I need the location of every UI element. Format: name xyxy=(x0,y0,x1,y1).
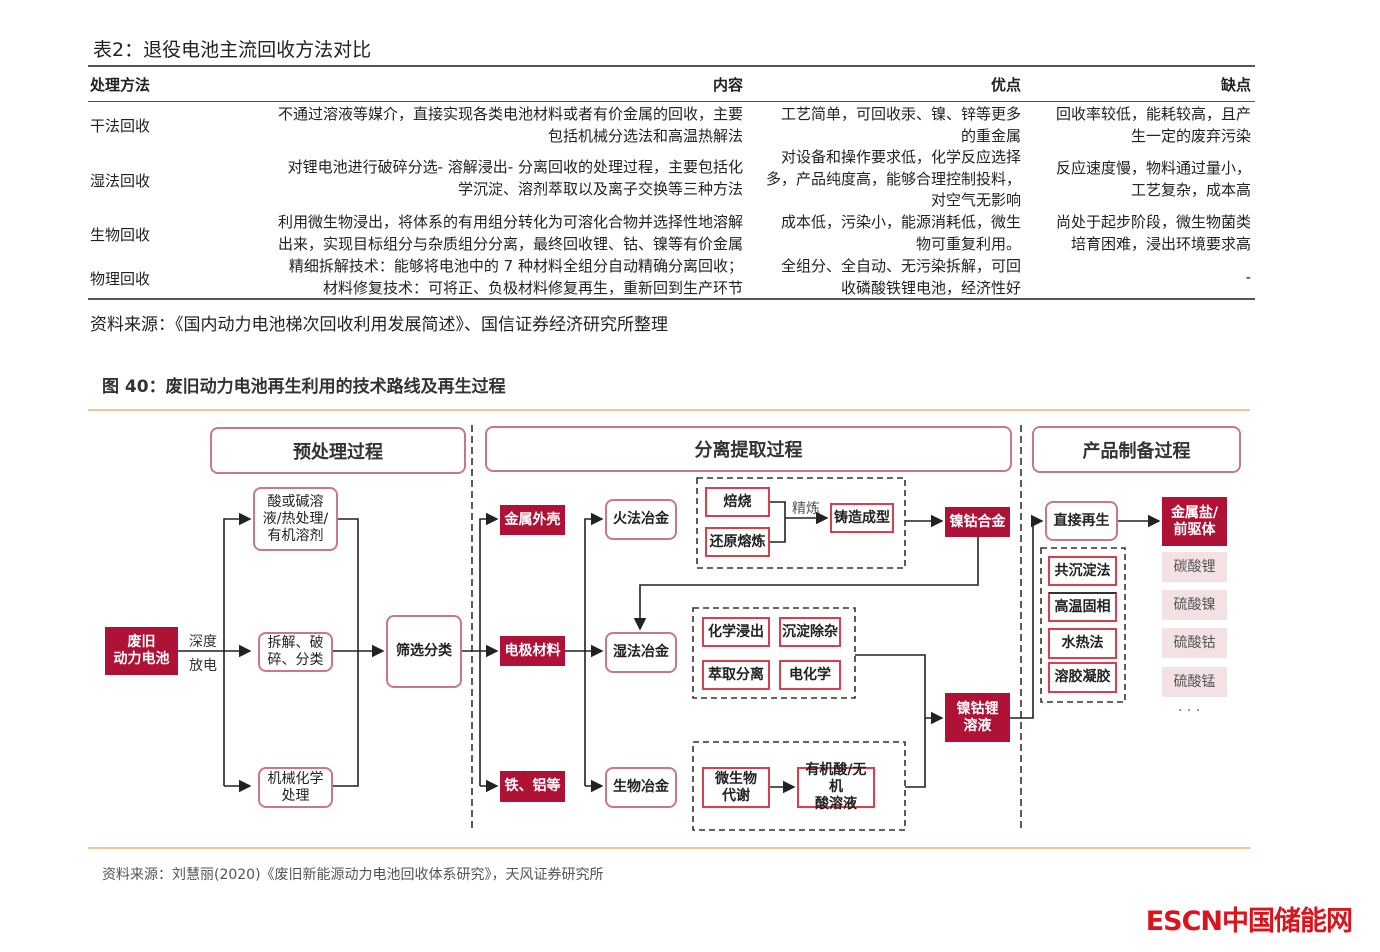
node-hydrometallurgy: 湿法冶金 xyxy=(605,632,677,673)
node-roasting: 焙烧 xyxy=(705,487,770,517)
label-more: · · · xyxy=(1178,703,1201,719)
table-source: 资料来源：《国内动力电池梯次回收利用发展简述》、国信证券经济研究所整理 xyxy=(90,315,668,335)
cell-pros: 成本低，污染小，能源消耗低，微生物可重复利用。 xyxy=(748,212,1021,255)
node-iron-aluminum: 铁、铝等 xyxy=(500,771,565,802)
table-bottom-rule xyxy=(88,298,1255,300)
cell-line: 回收率较低，能耗较高，且产 xyxy=(1055,105,1251,123)
cell-line: 包括机械分选法和高温热解法 xyxy=(547,126,743,145)
escn-logo: ESCN中国储能网 xyxy=(1145,906,1353,937)
node-pyrometallurgy: 火法冶金 xyxy=(605,499,677,540)
cell-method: 干法回收 xyxy=(90,117,151,135)
cell-pros: 全组分、全自动、无污染拆解，可回收磷酸铁锂电池，经济性好 xyxy=(748,256,1021,299)
figure-top-rule xyxy=(88,409,1250,411)
header-pros: 优点 xyxy=(990,76,1021,94)
cell-line: 对设备和操作要求低，化学反应选择 xyxy=(780,148,1021,166)
node-screening: 筛选分类 xyxy=(386,615,462,688)
node-nicoli-solution: 镍钴锂溶液 xyxy=(945,693,1010,742)
node-hydrothermal: 水热法 xyxy=(1048,628,1117,659)
node-dismantle: 拆解、破碎、分类 xyxy=(258,632,333,672)
cell-line: 生一定的废弃污染 xyxy=(1130,126,1251,145)
node-extraction: 萃取分离 xyxy=(702,660,770,690)
stage-product: 产品制备过程 xyxy=(1032,426,1241,473)
cell-pros: 对设备和操作要求低，化学反应选择多，产品纯度高，能够合理控制投料， 对空气无影响 xyxy=(748,147,1021,212)
node-acid-solution: 有机酸/无机酸溶液 xyxy=(797,762,875,812)
cell-content: 精细拆解技术：能够将电池中的 7 种材料全组分自动精确分离回收； 材料修复技术：可… xyxy=(218,256,743,299)
figure-title: 图 40：废旧动力电池再生利用的技术路线及再生过程 xyxy=(102,377,506,397)
node-direct-regeneration: 直接再生 xyxy=(1045,501,1118,541)
node-metal-salt: 金属盐/前驱体 xyxy=(1162,497,1227,546)
node-metal-shell: 金属外壳 xyxy=(500,505,565,535)
cell-cons: 回收率较低，能耗较高，且产生一定的废弃污染 xyxy=(1030,104,1251,147)
figure-source: 资料来源：刘慧丽(2020)《废旧新能源动力电池回收体系研究》，天风证券研究所 xyxy=(102,867,604,883)
cell-line: 工艺复杂，成本高 xyxy=(1130,180,1251,199)
node-microbial-metabolism: 微生物代谢 xyxy=(702,767,770,808)
header-cons: 缺点 xyxy=(1220,76,1251,94)
table-title: 表2：退役电池主流回收方法对比 xyxy=(93,39,372,61)
cell-line: 的重金属 xyxy=(960,126,1021,145)
node-acid-treatment: 酸或碱溶液/热处理/有机溶剂 xyxy=(253,487,338,551)
cell-line: 成本低，污染小，能源消耗低，微生 xyxy=(780,213,1021,231)
node-chemical-leaching: 化学浸出 xyxy=(702,617,770,647)
node-cobalt-sulfate: 硫酸钴 xyxy=(1162,628,1227,658)
cell-line: 全组分、全自动、无污染拆解，可回 xyxy=(780,257,1021,275)
label-discharge: 放电 xyxy=(189,658,217,674)
cell-line: - xyxy=(1245,268,1251,286)
cell-line: 多，产品纯度高，能够合理控制投料， xyxy=(765,169,1021,188)
node-mechanochemical: 机械化学处理 xyxy=(258,767,333,808)
node-reduction-smelting: 还原熔炼 xyxy=(705,527,770,557)
stage-separation: 分离提取过程 xyxy=(485,426,1012,472)
node-electrochemistry: 电化学 xyxy=(779,660,841,690)
node-casting: 铸造成型 xyxy=(830,503,894,533)
cell-line: 学沉淀、溶剂萃取以及离子交换等三种方法 xyxy=(457,179,743,198)
cell-cons: 反应速度慢，物料通过量小， 工艺复杂，成本高 xyxy=(1030,158,1251,201)
node-lithium-carbonate: 碳酸锂 xyxy=(1162,552,1227,582)
node-sol-gel: 溶胶凝胶 xyxy=(1048,662,1117,693)
label-refining: 精炼 xyxy=(792,501,820,517)
cell-line: 尚处于起步阶段，微生物菌类 xyxy=(1055,213,1251,231)
header-content: 内容 xyxy=(712,76,743,94)
stage-pretreatment: 预处理过程 xyxy=(210,427,466,474)
cell-line: 反应速度慢，物料通过量小， xyxy=(1055,159,1251,177)
figure-bottom-rule xyxy=(88,847,1250,849)
node-manganese-sulfate: 硫酸锰 xyxy=(1162,667,1227,697)
cell-line: 对空气无影响 xyxy=(930,191,1021,209)
label-deep: 深度 xyxy=(189,634,217,650)
cell-line: 物可重复利用。 xyxy=(915,234,1021,253)
cell-line: 工艺简单，可回收汞、镍、锌等更多 xyxy=(780,105,1021,123)
cell-cons: 尚处于起步阶段，微生物菌类培育困难，浸出环境要求高 xyxy=(1030,212,1251,255)
cell-line: 材料修复技术：可将正、负极材料修复再生，重新回到生产环节 xyxy=(322,278,743,297)
cell-content: 利用微生物浸出，将体系的有用组分转化为可溶化合物并选择性地溶解出来，实现目标组分… xyxy=(218,212,743,255)
cell-line: 出来，实现目标组分与杂质组分分离，最终回收锂、钴、镍等有价金属 xyxy=(277,234,743,253)
node-nickel-sulfate: 硫酸镍 xyxy=(1162,590,1227,620)
cell-method: 物理回收 xyxy=(90,270,151,288)
table-top-rule xyxy=(88,65,1255,67)
cell-line: 培育困难，浸出环境要求高 xyxy=(1070,234,1251,253)
cell-content: 对锂电池进行破碎分选- 溶解浸出- 分离回收的处理过程，主要包括化学沉淀、溶剂萃… xyxy=(218,157,743,200)
cell-method: 生物回收 xyxy=(90,226,151,244)
node-precipitation: 沉淀除杂 xyxy=(779,617,841,647)
cell-cons: - xyxy=(1030,267,1251,289)
cell-line: 对锂电池进行破碎分选- 溶解浸出- 分离回收的处理过程，主要包括化 xyxy=(287,158,743,176)
node-biometallurgy: 生物冶金 xyxy=(605,767,677,808)
table-header-rule xyxy=(88,101,1255,102)
node-nico-alloy: 镍钴合金 xyxy=(945,507,1010,537)
cell-content: 不通过溶液等媒介，直接实现各类电池材料或者有价金属的回收，主要包括机械分选法和高… xyxy=(218,104,743,147)
node-high-temp-solid: 高温固相 xyxy=(1048,592,1117,622)
cell-line: 利用微生物浸出，将体系的有用组分转化为可溶化合物并选择性地溶解 xyxy=(277,213,743,231)
node-electrode: 电极材料 xyxy=(500,636,565,666)
cell-pros: 工艺简单，可回收汞、镍、锌等更多的重金属 xyxy=(748,104,1021,147)
cell-method: 湿法回收 xyxy=(90,172,151,190)
header-method: 处理方法 xyxy=(90,76,151,94)
cell-line: 精细拆解技术：能够将电池中的 7 种材料全组分自动精确分离回收； xyxy=(288,257,743,275)
cell-line: 不通过溶液等媒介，直接实现各类电池材料或者有价金属的回收，主要 xyxy=(277,105,743,123)
cell-line: 收磷酸铁锂电池，经济性好 xyxy=(840,278,1021,297)
node-waste-battery: 废旧动力电池 xyxy=(105,627,178,675)
node-coprecipitation: 共沉淀法 xyxy=(1048,556,1117,586)
